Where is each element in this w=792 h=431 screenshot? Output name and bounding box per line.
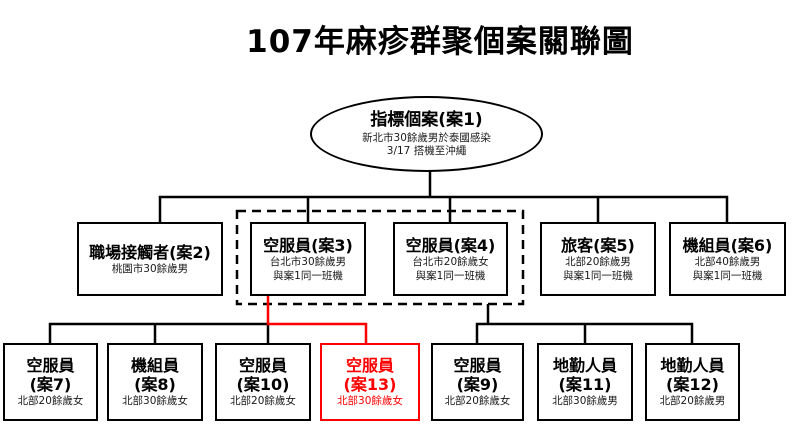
case9-detail-1: 北部20餘歲女 [444, 395, 511, 408]
case8-detail-1: 北部30餘歲女 [122, 395, 188, 408]
case12-title: 地勤人員 [660, 356, 725, 376]
case5-node: 旅客(案5) 北部20餘歲男 與案1同一班機 [540, 222, 656, 296]
case8-title: 機組員 [130, 356, 179, 376]
left-bottom-bus-line [48, 322, 270, 343]
case4-title: 空服員(案4) [405, 235, 496, 255]
case9-title: 空服員 [453, 356, 502, 376]
case6-node: 機組員(案6) 北部40餘歲男 與案1同一班機 [669, 222, 786, 296]
case7-case-label: (案7) [29, 375, 72, 395]
case3-node: 空服員(案3) 台北市30餘歲男 與案1同一班機 [250, 222, 366, 296]
case2-detail-1: 桃園市30餘歲男 [111, 262, 189, 275]
case4-detail-2: 與案1同一班機 [415, 269, 486, 282]
case9-case-label: (案9) [456, 375, 499, 395]
case11-detail-1: 北部30餘歲男 [552, 395, 618, 408]
case4-detail-1: 台北市20餘歲女 [412, 256, 489, 268]
case11-node: 地勤人員 (案11) 北部30餘歲男 [537, 343, 633, 421]
diagram-title: 107年麻疹群聚個案關聯圖 [246, 24, 634, 60]
case5-detail-2: 與案1同一班機 [563, 269, 633, 282]
case11-title: 地勤人員 [552, 356, 617, 376]
case5-detail-1: 北部20餘歲男 [565, 256, 631, 268]
case6-detail-2: 與案1同一班機 [692, 269, 763, 282]
case12-case-label: (案12) [666, 375, 719, 395]
case12-node: 地勤人員 (案12) 北部20餘歲男 [645, 343, 740, 421]
case6-detail-1: 北部40餘歲男 [694, 256, 761, 268]
level2-bus-line [158, 195, 729, 222]
case7-node: 空服員 (案7) 北部20餘歲女 [3, 343, 98, 421]
case7-title: 空服員 [26, 356, 75, 376]
case13-detail-1: 北部30餘歲女 [337, 395, 403, 408]
case10-case-label: (案10) [236, 375, 290, 395]
case11-case-label: (案11) [558, 375, 612, 395]
case5-title: 旅客(案5) [561, 235, 635, 255]
case2-node: 職場接觸者(案2) 桃園市30餘歲男 [77, 222, 223, 296]
case8-case-label: (案8) [134, 375, 176, 395]
case7-detail-1: 北部20餘歲女 [17, 395, 84, 408]
case8-node: 機組員 (案8) 北部30餘歲女 [107, 343, 203, 421]
case9-node: 空服員 (案9) 北部20餘歲女 [431, 343, 524, 421]
case10-detail-1: 北部20餘歲女 [230, 395, 296, 408]
case2-title: 職場接觸者(案2) [89, 242, 211, 262]
case6-title: 機組員(案6) [682, 235, 773, 255]
case3-title: 空服員(案3) [263, 235, 353, 255]
case3-detail-1: 台北市30餘歲男 [269, 256, 347, 268]
case4-node: 空服員(案4) 台北市20餘歲女 與案1同一班機 [393, 222, 508, 296]
index-case-node: 指標個案(案1) 新北市30餘歲男於泰國感染 3/17 搭機至沖繩 [310, 96, 543, 172]
case13-case-label: (案13) [343, 375, 397, 395]
case13-node-highlighted: 空服員 (案13) 北部30餘歲女 [320, 343, 420, 421]
case3-detail-2: 與案1同一班機 [273, 269, 343, 282]
right-bottom-bus-line [475, 304, 694, 343]
case12-detail-1: 北部20餘歲男 [659, 395, 726, 408]
case13-title: 空服員 [345, 356, 394, 376]
highlight-transmission-line [266, 296, 368, 343]
case10-node: 空服員 (案10) 北部20餘歲女 [215, 343, 311, 421]
dashed-group-outline [235, 209, 525, 306]
case10-title: 空服員 [238, 356, 287, 376]
index-case-detail-1: 新北市30餘歲男於泰國感染 [362, 131, 491, 144]
index-case-title: 指標個案(案1) [370, 110, 483, 131]
index-case-detail-2: 3/17 搭機至沖繩 [386, 145, 467, 158]
